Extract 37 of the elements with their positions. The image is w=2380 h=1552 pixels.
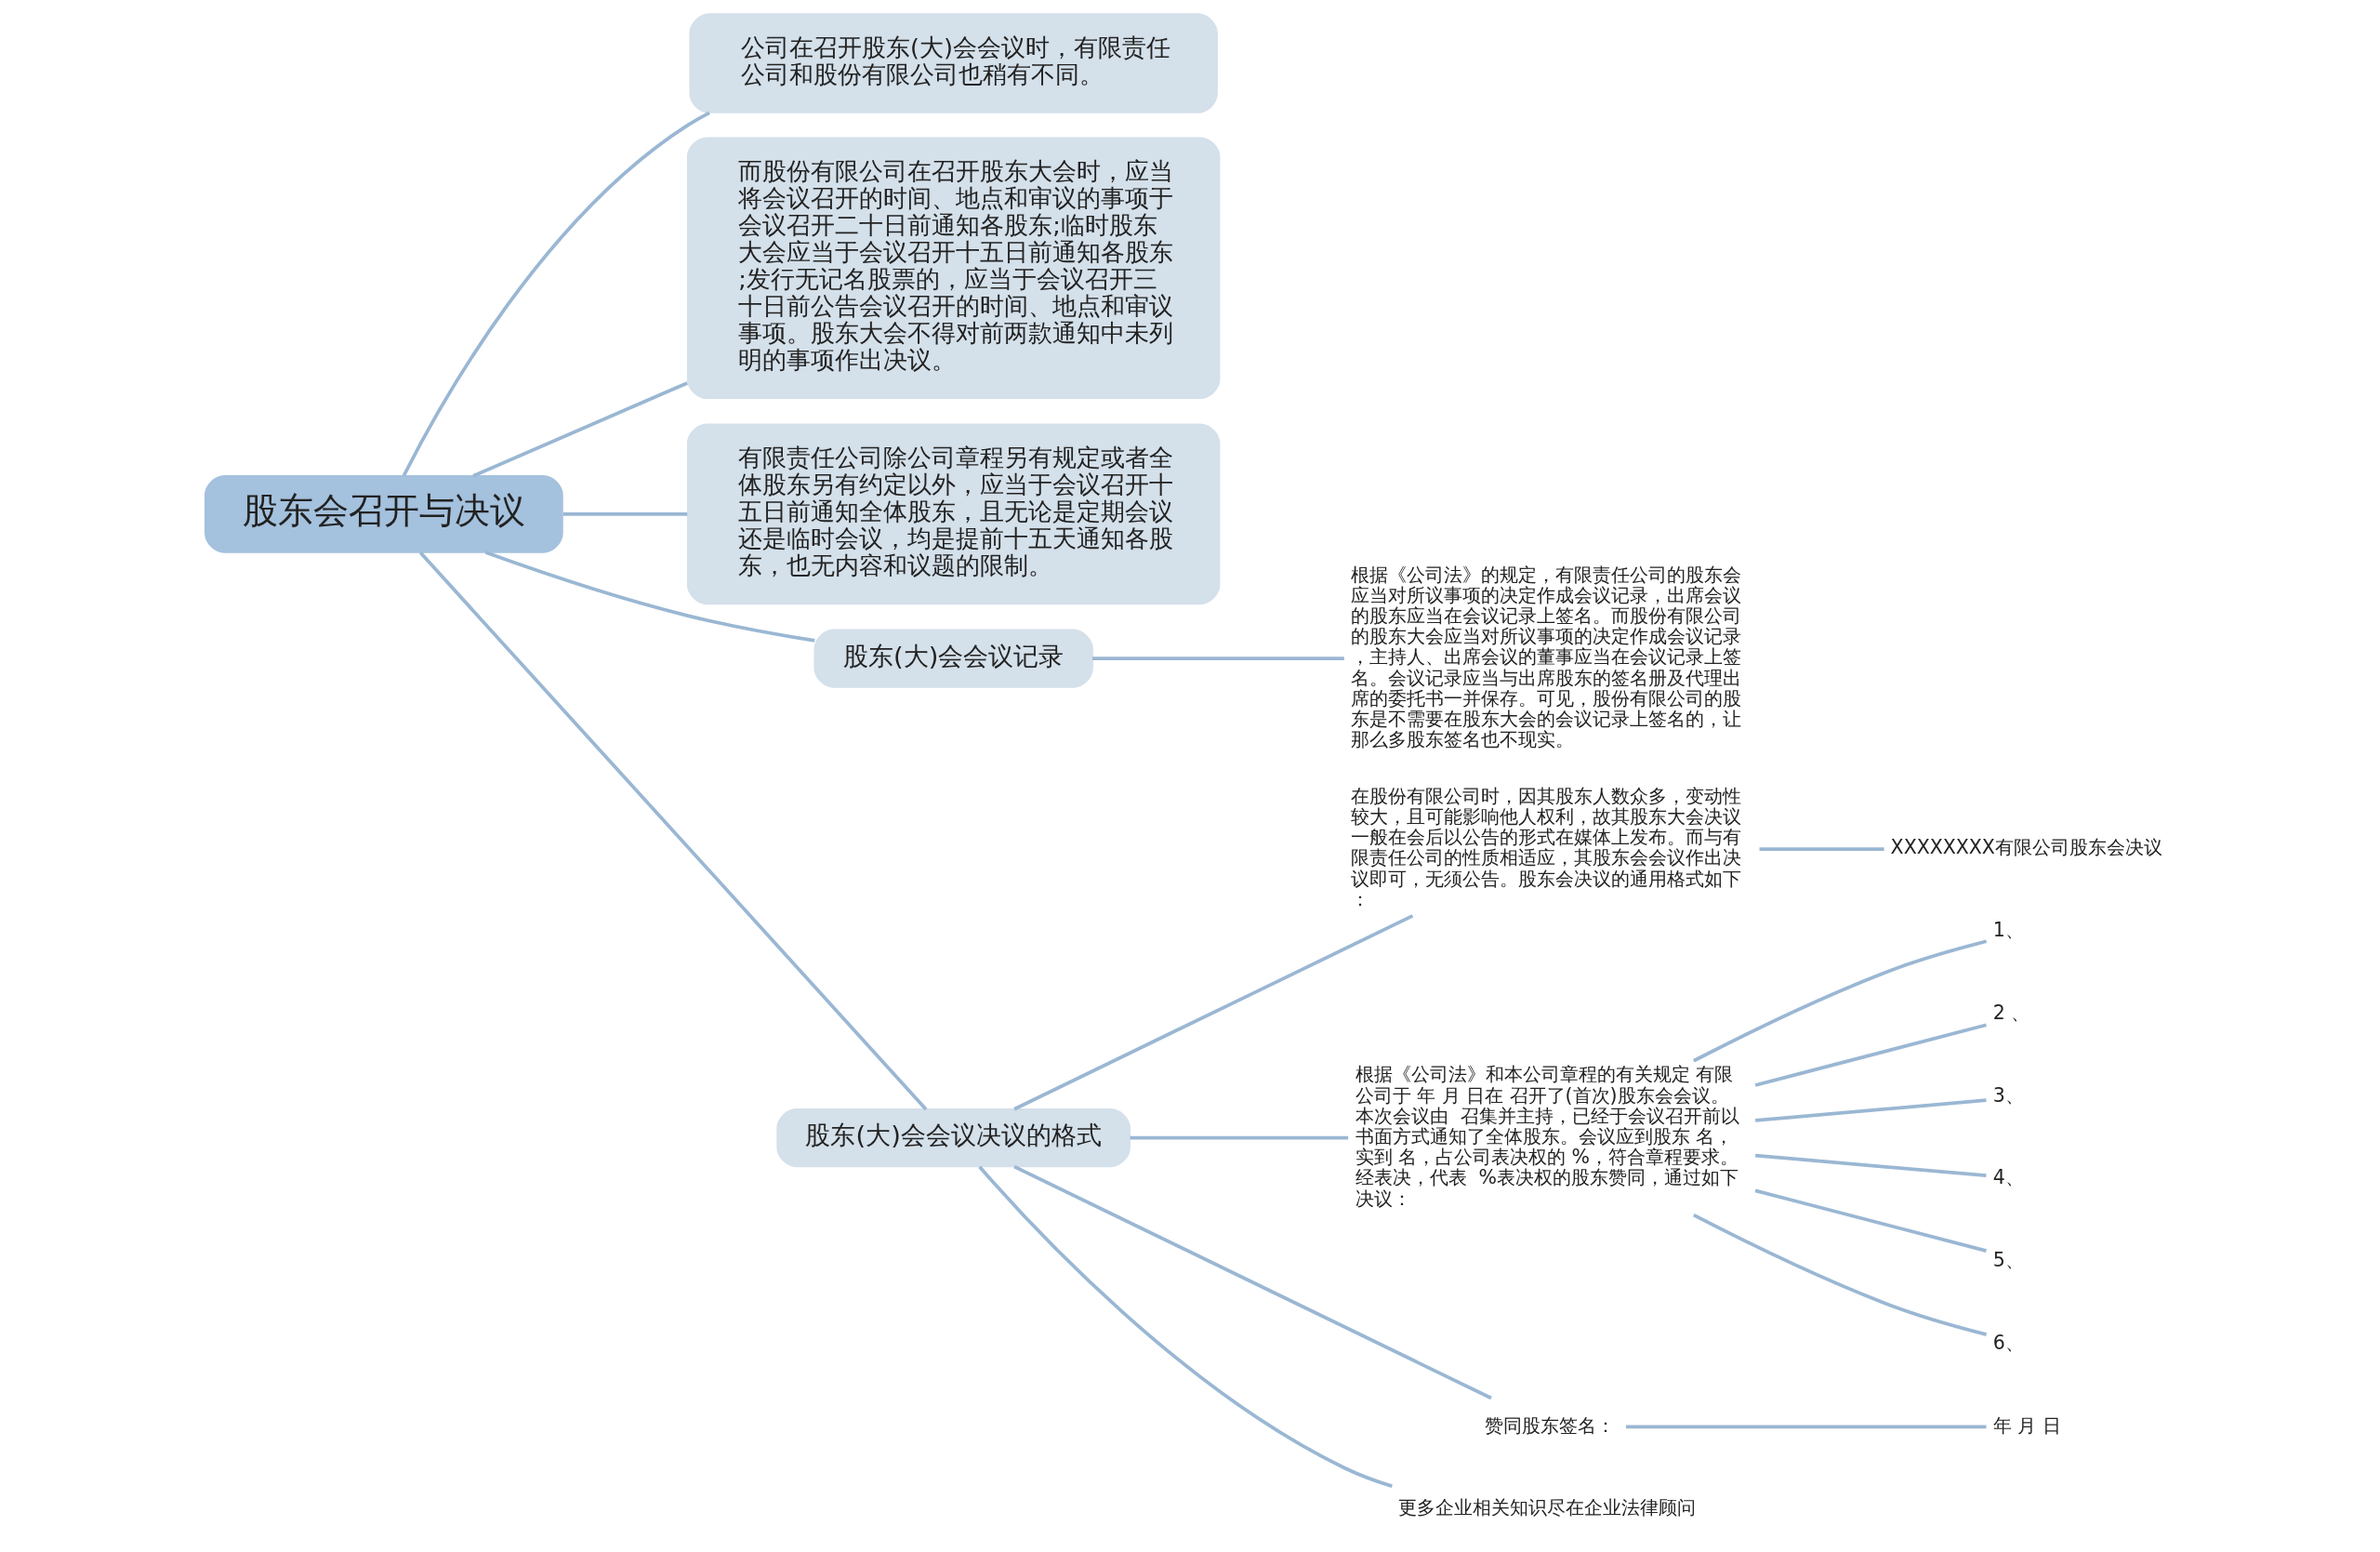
connector — [1693, 1213, 1988, 1336]
connector — [978, 1165, 1393, 1488]
connector — [1759, 847, 1884, 851]
node-text: 5、 — [1992, 1249, 2024, 1272]
connector — [562, 511, 688, 516]
connector — [1013, 1164, 1492, 1400]
connector — [1130, 1135, 1349, 1140]
connector — [1693, 939, 1988, 1063]
connector — [402, 111, 710, 477]
node-box: 公司在召开股东(大)会会议时，有限责任公司和股份有限公司也稍有不同。 — [689, 13, 1218, 113]
connector — [1625, 1425, 1987, 1429]
node-text: 1、 — [1992, 919, 2024, 942]
node-text: 3、 — [1992, 1083, 2024, 1107]
node-text: XXXXXXXX有限公司股东会决议 — [1890, 836, 2162, 859]
connector — [484, 550, 815, 643]
node-text: 6、 — [1992, 1331, 2024, 1354]
node-text: 4、 — [1992, 1166, 2024, 1189]
node-text: 赞同股东签名： — [1484, 1413, 1615, 1437]
connector — [1754, 1153, 1987, 1178]
node-box: 股东(大)会会议记录 — [813, 629, 1093, 688]
node-text: 年 月 日 — [1992, 1413, 2061, 1437]
node-text: 在股份有限公司时，因其股东人数众多，变动性较大，且可能影响他人权利，故其股东大会决议一般在会后以公告的形式在媒体上发布。而与有限责任公司的性质相适应，其股东会会议作出决议即可，无须公告。股东会决议的通用格式如下： — [1351, 784, 1742, 910]
node-text: 2 、 — [1992, 1001, 2030, 1024]
node-box: 股东(大)会会议决议的格式 — [776, 1108, 1130, 1168]
connector — [1754, 1188, 1987, 1253]
connector — [472, 381, 688, 478]
connector — [418, 551, 928, 1111]
node-box: 有限责任公司除公司章程另有规定或者全体股东另有约定以外，应当于会议召开十五日前通知全体股东，且无论是定期会议还是临时会议，均是提前十五天通知各股东，也无内容和议题的限制。 — [686, 423, 1221, 605]
node-text: 根据《公司法》和本公司章程的有关规定 有限公司于 年 月 日在 召开了(首次)股东会会议。本次会议由 召集并主持，已经于会议召开前以书面方式通知了全体股东。会议应到股东 名，实到 名，占公司表决权的 %，符合章程要求。经表决，代表 %表决权的股东赞同，通过如下决议： — [1355, 1063, 1739, 1210]
connector — [1013, 914, 1414, 1111]
connector — [1092, 657, 1344, 661]
connector — [1754, 1098, 1987, 1122]
connector — [1754, 1023, 1987, 1087]
node-box: 而股份有限公司在召开股东大会时，应当将会议召开的时间、地点和审议的事项于会议召开二十日前通知各股东;临时股东大会应当于会议召开十五日前通知各股东;发行无记名股票的，应当于会议召开三十日前公告会议召开的时间、地点和审议事项。股东大会不得对前两款通知中未列明的事项作出决议。 — [686, 137, 1221, 400]
node-text: 更多企业相关知识尽在企业法律顾问 — [1398, 1496, 1697, 1519]
node-text: 根据《公司法》的规定，有限责任公司的股东会应当对所议事项的决定作成会议记录，出席会议的股东应当在会议记录上签名。而股份有限公司的股东大会应当对所议事项的决定作成会议记录，主持人、出席会议的董事应当在会议记录上签名。会议记录应当与出席股东的签名册及代理出席的委托书一并保存。可见，股份有限公司的股东是不需要在股东大会的会议记录上签名的，让那么多股东签名也不现实。 — [1351, 563, 1742, 751]
node-box: 股东会召开与决议 — [204, 475, 563, 553]
